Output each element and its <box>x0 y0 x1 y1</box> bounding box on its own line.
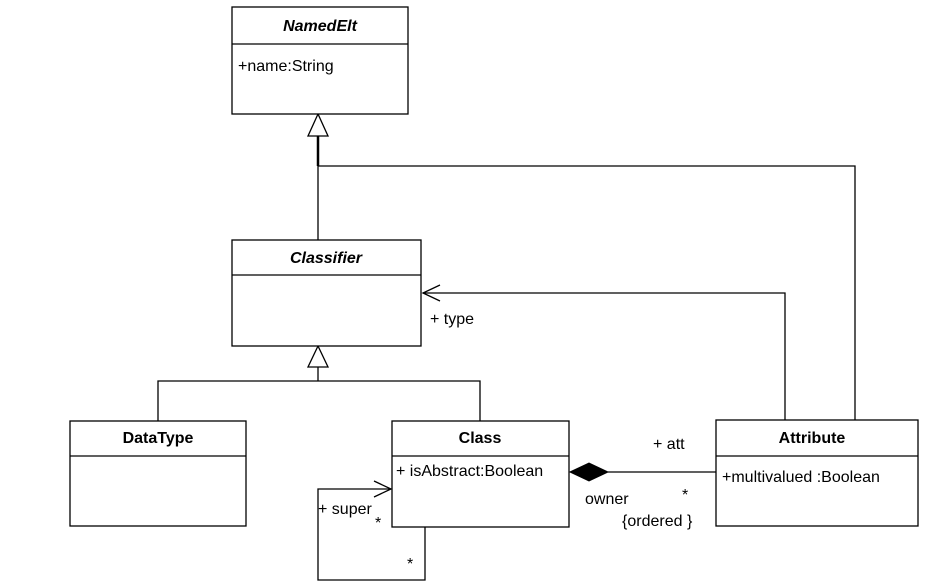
generalization-arrowhead <box>306 112 330 137</box>
multiplicity-super-source: * <box>407 556 413 573</box>
class-box-class: Class + isAbstract:Boolean <box>391 420 570 528</box>
class-name-datatype: DataType <box>123 430 194 447</box>
role-label-super: + super <box>318 501 372 518</box>
association-type: + type <box>421 284 786 420</box>
class-box-classifier: Classifier <box>231 239 422 347</box>
composition-att: + att owner * {ordered } <box>568 436 716 530</box>
attribute-isabstract: + isAbstract:Boolean <box>396 463 543 480</box>
generalization-classifier-namedelt <box>306 112 330 240</box>
open-arrowhead <box>373 480 393 498</box>
generalization-arrowhead <box>306 344 330 368</box>
class-name-class: Class <box>459 430 502 447</box>
open-arrowhead <box>421 284 441 302</box>
class-box-attribute: Attribute +multivalued :Boolean <box>715 419 919 527</box>
multiplicity-att: * <box>682 487 688 504</box>
class-name-classifier: Classifier <box>290 250 363 267</box>
generalization-subtypes-classifier <box>157 344 481 421</box>
role-label-owner: owner <box>585 491 629 508</box>
attribute-name: +name:String <box>238 58 334 75</box>
class-name-attribute: Attribute <box>779 430 846 447</box>
constraint-ordered: {ordered } <box>622 513 693 530</box>
generalization-attribute-namedelt <box>318 165 856 420</box>
role-label-att: + att <box>653 436 685 453</box>
association-super: + super * * <box>317 480 426 581</box>
class-box-datatype: DataType <box>69 420 247 527</box>
class-name-namedelt: NamedElt <box>283 18 357 35</box>
class-box-namedelt: NamedElt +name:String <box>231 6 409 115</box>
composition-diamond <box>568 462 610 482</box>
role-label-type: + type <box>430 311 474 328</box>
attribute-multivalued: +multivalued :Boolean <box>722 469 880 486</box>
multiplicity-super-target: * <box>375 515 381 532</box>
